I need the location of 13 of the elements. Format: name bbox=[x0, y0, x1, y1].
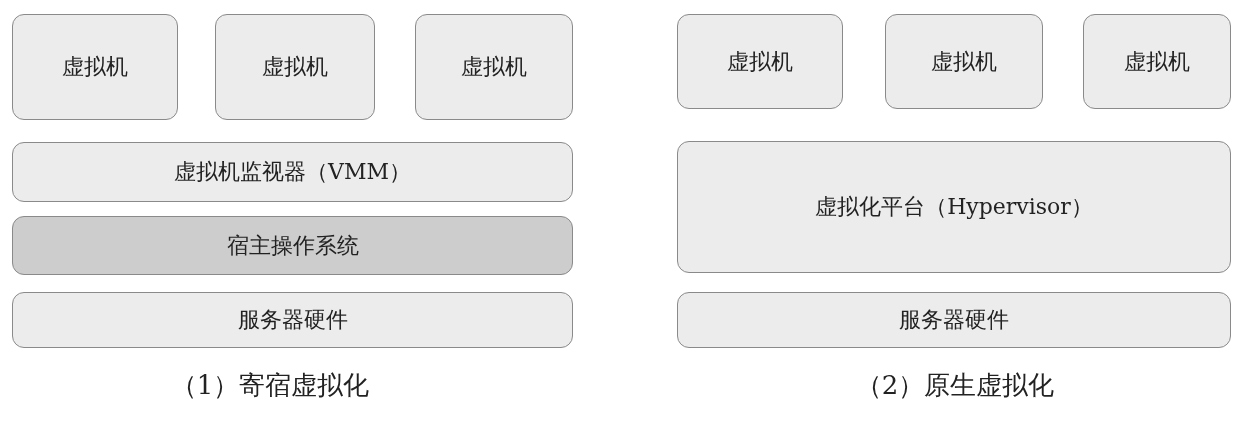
vm-box: 虚拟机 bbox=[415, 14, 573, 120]
vm-box: 虚拟机 bbox=[215, 14, 375, 120]
hypervisor-layer: 虚拟化平台（Hypervisor） bbox=[677, 141, 1231, 273]
vm-box: 虚拟机 bbox=[1083, 14, 1231, 109]
host-os-layer: 宿主操作系统 bbox=[12, 216, 573, 275]
vmm-layer: 虚拟机监视器（VMM） bbox=[12, 142, 573, 202]
hardware-layer: 服务器硬件 bbox=[677, 292, 1231, 348]
figure-caption: （1）寄宿虚拟化 bbox=[170, 369, 370, 402]
vm-box: 虚拟机 bbox=[12, 14, 178, 120]
vm-box: 虚拟机 bbox=[885, 14, 1043, 109]
hardware-layer: 服务器硬件 bbox=[12, 292, 573, 348]
vm-box: 虚拟机 bbox=[677, 14, 843, 109]
figure-caption: （2）原生虚拟化 bbox=[855, 369, 1055, 402]
